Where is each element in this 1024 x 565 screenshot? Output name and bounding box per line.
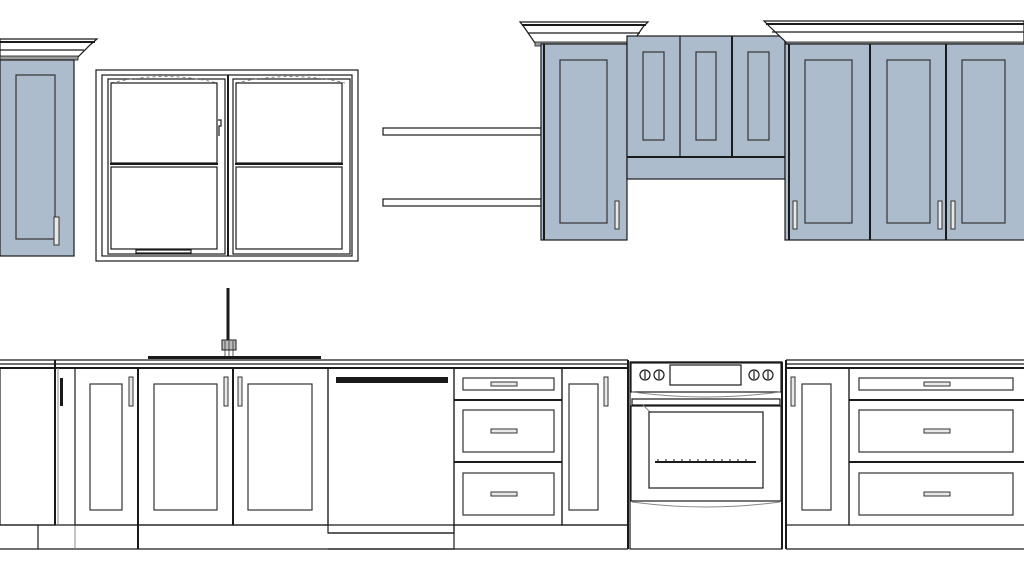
- pull-handle: [60, 378, 63, 406]
- crown-molding: [0, 38, 99, 61]
- knob-icon: [762, 369, 774, 381]
- drawer[interactable]: [858, 409, 1014, 453]
- drawer-pull: [490, 381, 518, 387]
- drawer[interactable]: [462, 409, 555, 453]
- range[interactable]: [629, 361, 783, 550]
- dishwasher-handle: [336, 377, 448, 383]
- casement-window[interactable]: [95, 69, 359, 262]
- dishwasher[interactable]: [327, 367, 455, 550]
- knob-icon: [748, 369, 760, 381]
- oven-window: [648, 411, 764, 489]
- base-cabinet-left-of-range[interactable]: [561, 360, 629, 549]
- oven-door: [630, 405, 782, 502]
- drawer[interactable]: [858, 472, 1014, 516]
- drawer-pull: [923, 381, 951, 387]
- drawer-pull: [490, 491, 518, 497]
- range-control-panel: [630, 362, 782, 393]
- upper-cabinet-left[interactable]: [0, 38, 99, 257]
- drawer[interactable]: [858, 377, 1014, 391]
- drawer[interactable]: [462, 377, 555, 391]
- end-panel: [0, 367, 628, 550]
- door-handle: [603, 376, 609, 407]
- door-handle: [950, 200, 956, 230]
- countertop: [0, 359, 1024, 369]
- drawer-base-right[interactable]: [786, 367, 1024, 550]
- door-handle: [53, 216, 60, 246]
- base-single-door-cabinet[interactable]: [54, 360, 139, 549]
- floating-shelf-1[interactable]: [382, 127, 542, 136]
- range-display: [669, 364, 742, 386]
- drawer-base-left[interactable]: [453, 367, 563, 549]
- window-crank: [135, 249, 192, 254]
- upper-cabinet-right[interactable]: [762, 20, 1024, 241]
- faucet[interactable]: [221, 288, 237, 356]
- crown-molding: [762, 20, 1024, 47]
- knob-icon: [639, 369, 651, 381]
- drawer-pull: [923, 428, 951, 434]
- drawer[interactable]: [462, 472, 555, 516]
- door-handle: [790, 376, 796, 407]
- door-handle: [614, 200, 620, 230]
- drawer-pull: [490, 428, 518, 434]
- knob-icon: [653, 369, 665, 381]
- door-handle: [237, 376, 243, 407]
- undermount-sink[interactable]: [148, 356, 321, 359]
- floating-shelf-2[interactable]: [382, 198, 542, 207]
- sink-base-cabinet[interactable]: [137, 367, 329, 549]
- drawer-pull: [923, 491, 951, 497]
- door-handle: [792, 200, 798, 230]
- door-handle: [128, 376, 134, 407]
- base-cabinet-right-of-range[interactable]: [785, 360, 850, 549]
- upper-cabinet-tall-left[interactable]: [518, 21, 650, 241]
- door-handle: [937, 200, 943, 230]
- door-handle: [223, 376, 229, 407]
- upper-cabinet-over-range[interactable]: [626, 35, 786, 180]
- window-latch-icon: [218, 119, 222, 136]
- storage-drawer: [631, 501, 781, 508]
